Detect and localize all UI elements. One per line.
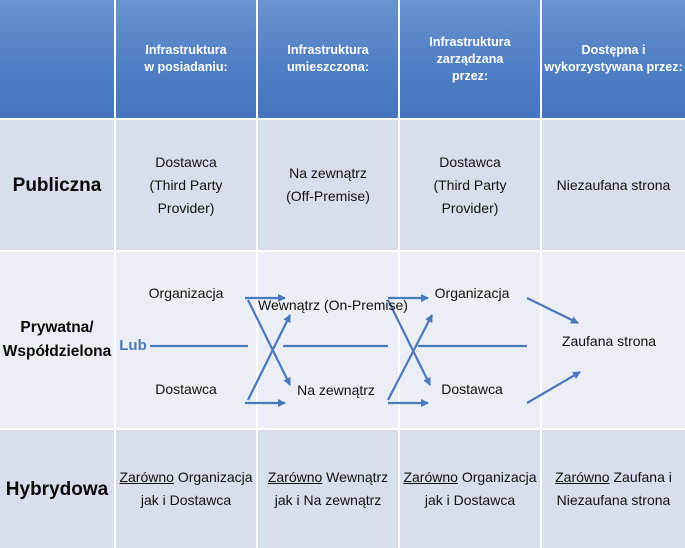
public-available: Niezaufana strona <box>542 120 685 250</box>
private-managed-bottom: Dostawca <box>441 381 503 397</box>
private-owned <box>116 252 256 428</box>
arrow-to-trusted-top <box>526 297 579 324</box>
private-available: Zaufana strona <box>561 333 657 349</box>
header-located-text: Infrastruktura umieszczona: <box>287 43 369 74</box>
private-managed <box>400 252 540 428</box>
row-label-private: Prywatna/ Współdzielona <box>0 252 114 428</box>
arrow-to-trusted-bottom <box>526 371 581 404</box>
private-located-top: Wewnątrz (On-Premise) <box>258 297 408 313</box>
private-managed-top: Organizacja <box>434 285 510 301</box>
header-located: Infrastruktura umieszczona: <box>258 0 398 118</box>
private-available <box>542 252 685 428</box>
both-word: Zarówno <box>267 469 323 485</box>
row-label-hybrid: Hybrydowa <box>0 430 114 548</box>
lub-label: Lub <box>119 337 147 354</box>
public-managed: Dostawca (Third Party Provider) <box>400 120 540 250</box>
header-available: Dostępna i wykorzystywana przez: <box>542 0 685 118</box>
both-word: Zarówno <box>555 469 610 485</box>
arrow-cross-up-1 <box>247 314 291 401</box>
public-located: Na zewnątrz (Off-Premise) <box>258 120 398 250</box>
arrow-cross-down-1 <box>247 299 291 386</box>
private-located-bottom: Na zewnątrz <box>297 382 375 398</box>
both-word: Zarówno <box>403 469 458 485</box>
header-owned: Infrastruktura w posiadaniu: <box>116 0 256 118</box>
header-managed-text: Infrastruktura zarządzana przez: <box>429 34 511 83</box>
private-owned-top: Organizacja <box>148 285 224 301</box>
private-located <box>258 252 398 428</box>
header-owned-text: Infrastruktura w posiadaniu: <box>144 43 228 74</box>
row-label-public: Publiczna <box>0 120 114 250</box>
arrow-cross-down-2 <box>387 299 431 386</box>
private-owned-bottom: Dostawca <box>155 381 217 397</box>
header-available-text: Dostępna i wykorzystywana przez: <box>544 43 683 74</box>
header-managed: Infrastruktura zarządzana przez: <box>400 0 540 118</box>
both-word: Zarówno <box>119 469 174 485</box>
public-owned: Dostawca (Third Party Provider) <box>116 120 256 250</box>
header-corner <box>0 0 114 118</box>
arrow-cross-up-2 <box>387 314 433 401</box>
